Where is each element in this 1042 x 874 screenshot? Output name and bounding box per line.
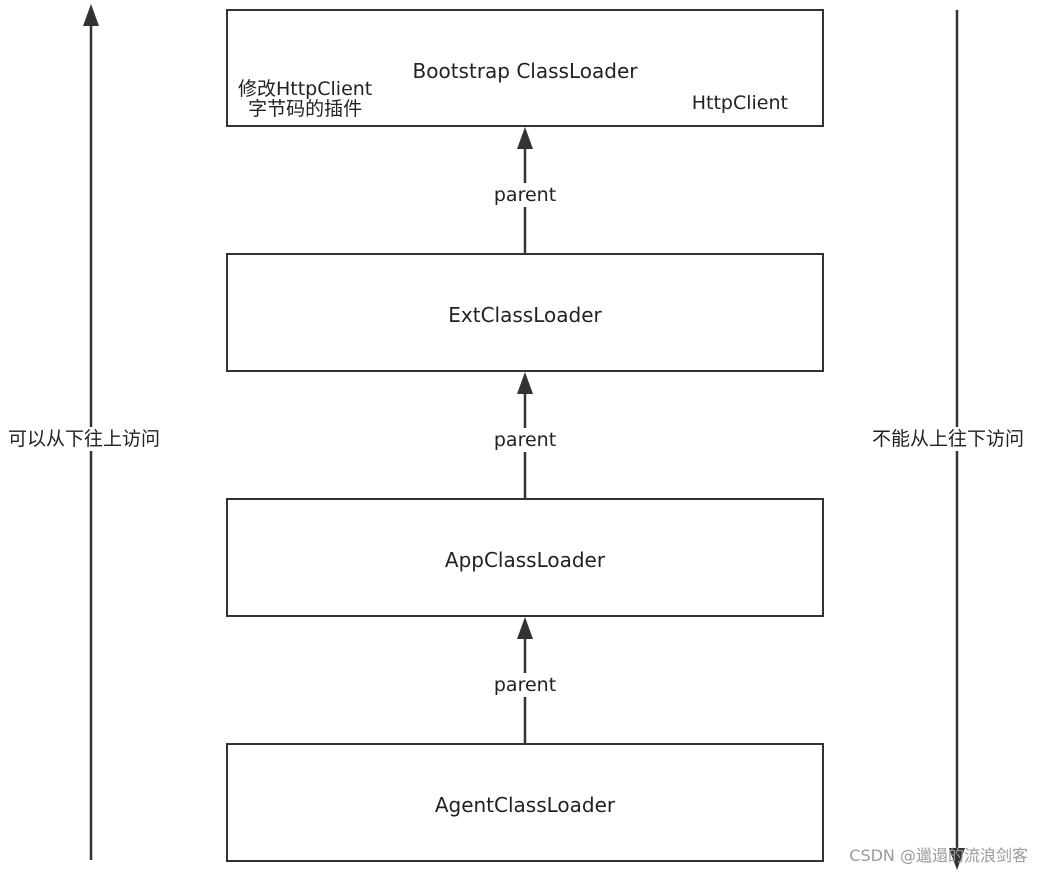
bootstrap-classloader-title: Bootstrap ClassLoader (412, 59, 638, 83)
edge-label-ext-to-bootstrap: parent (475, 183, 575, 207)
edge-label-app-to-ext: parent (475, 428, 575, 452)
plugin-note-line2: 字节码的插件 (248, 98, 363, 120)
csdn-watermark: CSDN @邋遢的流浪剑客 (849, 846, 1028, 865)
agent-classloader-title: AgentClassLoader (434, 793, 616, 817)
app-classloader-box: AppClassLoader (226, 498, 824, 617)
ext-classloader-box: ExtClassLoader (226, 253, 824, 372)
right-access-label: 不能从上往下访问 (872, 427, 1025, 451)
bootstrap-classloader-box: Bootstrap ClassLoader 修改HttpClient 字节码的插… (226, 9, 824, 127)
plugin-note-line1: 修改HttpClient (238, 78, 373, 100)
edge-label-agent-to-app: parent (475, 673, 575, 697)
app-classloader-title: AppClassLoader (444, 548, 606, 572)
ext-classloader-title: ExtClassLoader (448, 303, 602, 327)
httpclient-note: HttpClient (691, 92, 788, 114)
agent-classloader-box: AgentClassLoader (226, 743, 824, 862)
left-access-label: 可以从下往上访问 (8, 427, 161, 451)
plugin-note: 修改HttpClient 字节码的插件 (238, 77, 372, 121)
